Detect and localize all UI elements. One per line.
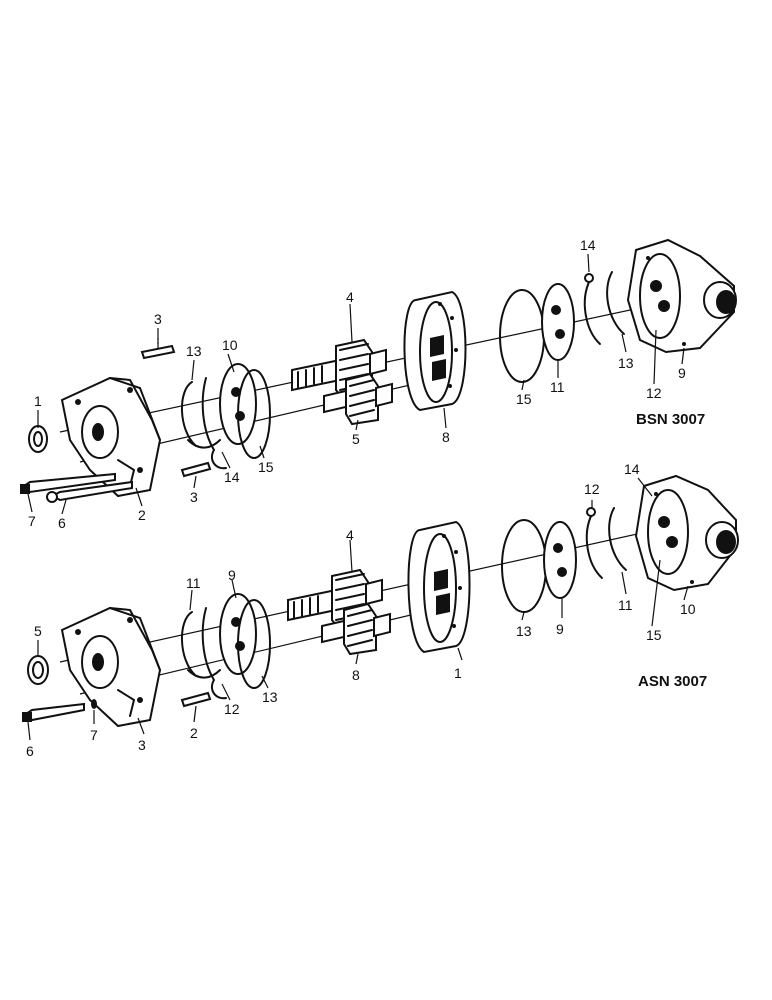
bottom-label-9a: 9 [228,567,236,583]
top-label-9: 9 [678,365,686,381]
bottom-label-4: 4 [346,527,354,543]
bottom-pin [180,691,212,708]
bottom-center-body [407,520,471,654]
top-front-seals [180,377,227,470]
top-label-5: 5 [352,431,360,447]
top-label-15b: 15 [516,391,532,407]
bottom-bolt [22,699,97,722]
bottom-rear-housing [634,474,739,592]
bottom-label-12a: 12 [224,701,240,717]
top-label-11: 11 [550,379,565,395]
bottom-rear-wear-plate [543,521,577,599]
bottom-label-7: 7 [90,727,98,743]
top-rear-seals [583,271,625,345]
top-label-14a: 14 [224,469,240,485]
bottom-assembly: 1 2 3 4 5 6 7 8 9 9 10 11 11 12 12 13 13… [22,461,739,759]
bottom-label-15: 15 [646,627,662,643]
bottom-label-6: 6 [26,743,34,759]
top-label-3a: 3 [154,311,162,327]
top-assembly-code: BSN 3007 [636,411,705,428]
top-label-12: 12 [646,385,662,401]
bottom-leader-lines [27,477,689,741]
top-part-labels: 1 2 3 3 4 5 6 7 8 9 10 11 12 13 13 14 14… [28,237,686,531]
bottom-assembly-code: ASN 3007 [638,673,707,690]
bottom-label-13b: 13 [516,623,532,639]
bottom-gasket [237,599,271,689]
top-gasket [237,369,271,459]
top-label-1: 1 [34,393,42,409]
top-pins [140,338,212,478]
bottom-rear-seals [585,507,627,579]
top-label-14b: 14 [580,237,596,253]
top-label-8: 8 [442,429,450,445]
bottom-front-seals [180,607,227,700]
bottom-front-housing [60,606,162,728]
bottom-label-13a: 13 [262,689,278,705]
top-label-10: 10 [222,337,238,353]
bottom-label-10: 10 [680,601,696,617]
bottom-label-12b: 12 [584,481,600,497]
bottom-label-11b: 11 [618,597,633,613]
top-center-body [403,290,467,412]
bottom-label-9b: 9 [556,621,564,637]
bottom-label-8: 8 [352,667,360,683]
top-front-housing [60,376,162,498]
bottom-label-11a: 11 [186,575,201,591]
top-label-13a: 13 [186,343,202,359]
top-label-4: 4 [346,289,354,305]
top-seal [28,425,48,453]
bottom-part-labels: 1 2 3 4 5 6 7 8 9 9 10 11 11 12 12 13 13… [26,461,696,759]
top-leader-lines [27,253,685,515]
bottom-label-3: 3 [138,737,146,753]
top-label-6: 6 [58,515,66,531]
top-label-3b: 3 [190,489,198,505]
top-label-7: 7 [28,513,36,529]
bottom-o-ring [501,519,547,613]
top-assembly: 1 2 3 3 4 5 6 7 8 9 10 11 12 13 13 14 14… [20,237,737,531]
top-bolts [20,472,133,503]
bottom-label-14: 14 [624,461,640,477]
top-label-2: 2 [138,507,146,523]
top-label-13b: 13 [618,355,634,371]
top-rear-wear-plate [541,283,575,361]
top-label-15a: 15 [258,459,274,475]
bottom-label-1: 1 [454,665,462,681]
bottom-label-5: 5 [34,623,42,639]
bottom-label-2: 2 [190,725,198,741]
top-driven-gear [323,372,393,426]
bottom-seal [27,655,49,685]
bottom-driven-gear [321,602,391,656]
top-rear-housing [626,238,737,354]
